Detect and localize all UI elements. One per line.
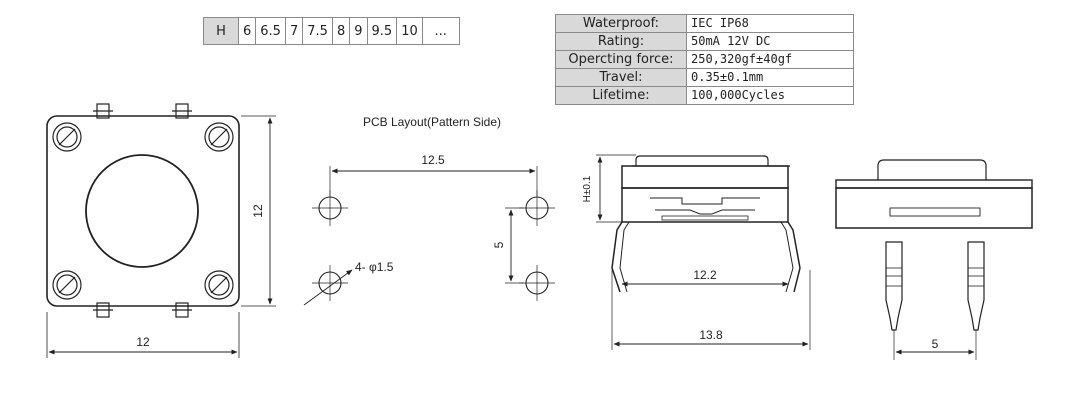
corner-boss: [52, 122, 82, 152]
spec-label: Rating:: [555, 32, 687, 51]
spec-label: Waterproof:: [555, 14, 687, 33]
side-outer-dim: 13.8: [699, 328, 723, 342]
actuator-button: [85, 154, 199, 268]
height-options-table: H 6 6.5 7 7.5 8 9 9.5 10 ...: [203, 17, 460, 45]
spec-row: Rating: 50mA 12V DC: [555, 32, 854, 51]
pcb-hole-note: 4- φ1.5: [355, 260, 394, 274]
height-value-cell: 10: [396, 17, 423, 45]
pcb-layout-title: PCB Layout(Pattern Side): [363, 115, 501, 129]
height-value-cell: 7: [284, 17, 304, 45]
spec-label: Lifetime:: [555, 86, 687, 105]
side-housing-base: [621, 187, 789, 223]
side-actuator: [635, 155, 769, 166]
spec-row: Lifetime: 100,000Cycles: [555, 86, 854, 105]
spec-value: 0.35±0.1mm: [686, 68, 854, 87]
pcb-hole: [519, 265, 555, 301]
height-value-cell: 6.5: [255, 17, 286, 45]
top-view: [46, 103, 276, 358]
end-view: [835, 159, 1033, 360]
spec-value: 100,000Cycles: [686, 86, 854, 105]
height-value-cell: 9.5: [366, 17, 398, 45]
height-options-row: H 6 6.5 7 7.5 8 9 9.5 10 ...: [203, 17, 460, 45]
side-leg: [619, 221, 630, 293]
height-value-cell: 7.5: [302, 17, 333, 45]
side-leg: [611, 221, 623, 293]
pcb-layout: [303, 166, 555, 306]
corner-boss: [204, 270, 234, 300]
spec-row: Opercting force: 250,320gf±40gf: [555, 50, 854, 69]
spec-row: Waterproof: IEC IP68: [555, 14, 854, 33]
specs-table: Waterproof: IEC IP68 Rating: 50mA 12V DC…: [555, 14, 854, 105]
side-inner-dim: 12.2: [693, 268, 717, 282]
end-pitch-dim: 5: [932, 337, 939, 351]
height-value-cell: 9: [349, 17, 368, 45]
top-view-height-dim: 12: [251, 204, 265, 218]
height-value-cell: ...: [421, 17, 460, 45]
side-height-dim: H±0.1: [582, 175, 593, 202]
side-leg: [787, 221, 801, 293]
switch-body: [46, 115, 240, 307]
pcb-span-dim: 12.5: [421, 153, 445, 167]
spec-value: 50mA 12V DC: [686, 32, 854, 51]
corner-boss: [52, 270, 82, 300]
spec-label: Opercting force:: [555, 50, 687, 69]
corner-boss: [204, 122, 234, 152]
end-housing: [835, 187, 1033, 229]
spec-value: 250,320gf±40gf: [686, 50, 854, 69]
height-value-cell: 6: [237, 17, 257, 45]
end-leg: [885, 241, 903, 331]
side-view: [596, 154, 811, 350]
spec-row: Travel: 0.35±0.1mm: [555, 68, 854, 87]
end-leg: [967, 241, 985, 331]
side-leg: [780, 221, 794, 293]
spec-label: Travel:: [555, 68, 687, 87]
height-header-cell: H: [203, 17, 239, 45]
pcb-pitch-dim: 5: [492, 241, 506, 248]
side-housing-top: [621, 165, 789, 189]
top-view-width-dim: 12: [136, 335, 150, 349]
end-actuator: [877, 159, 987, 180]
pcb-hole: [312, 265, 348, 301]
